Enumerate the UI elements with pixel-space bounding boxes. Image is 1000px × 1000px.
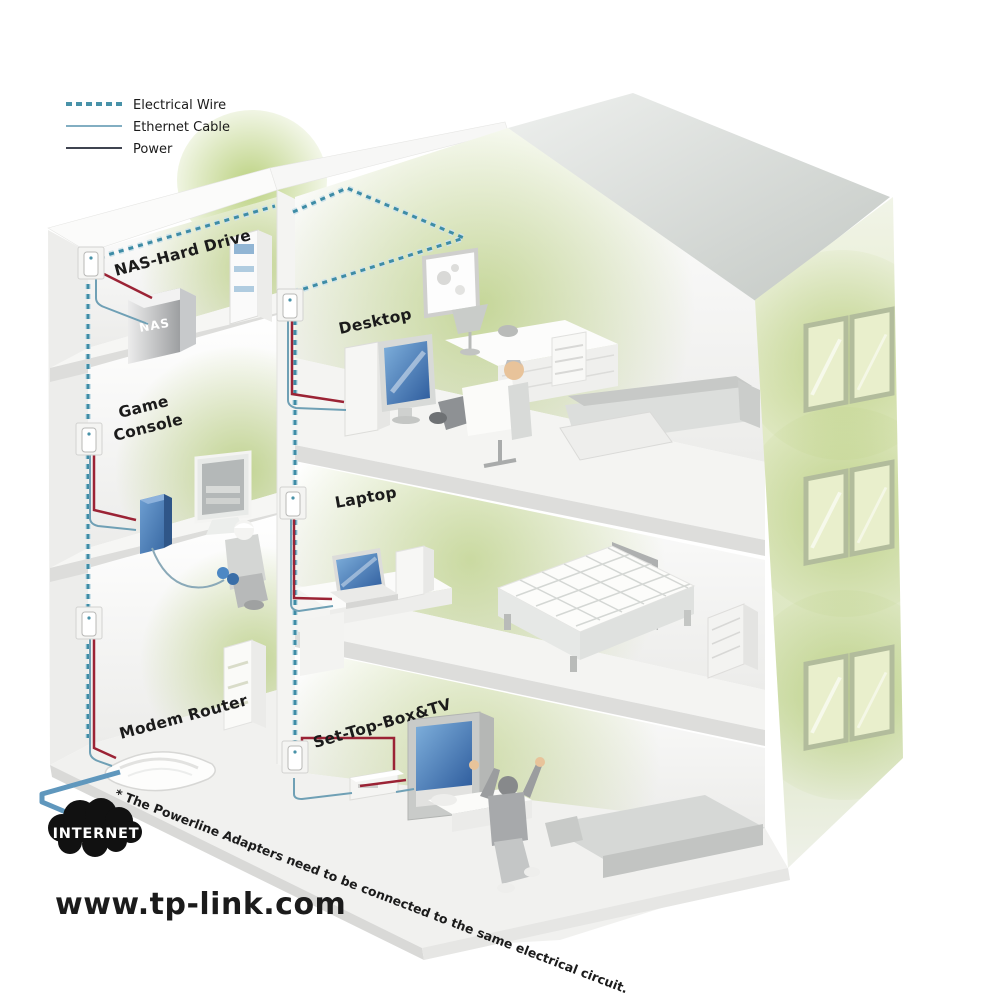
legend-label-electrical: Electrical Wire [133, 98, 226, 113]
power-game [92, 447, 137, 522]
desk-phone [498, 325, 518, 337]
ethernet-nas [95, 276, 149, 325]
game-room-furniture [140, 450, 268, 610]
sofa-bottom [545, 795, 765, 878]
tv-game-room [194, 450, 252, 535]
wall-picture [421, 247, 481, 319]
ethernet-desktop [287, 308, 347, 411]
window-pair [803, 644, 895, 751]
kid-playing [217, 520, 268, 610]
laptop-room-furniture [296, 542, 758, 679]
shelf-unit [223, 639, 266, 731]
roof [508, 93, 890, 302]
legend-label-power: Power [133, 142, 173, 157]
white-box-device [395, 545, 434, 601]
powerline-adapter-game [75, 422, 103, 456]
electrical-run-desktop-zigzag [292, 186, 469, 293]
powerline-adapter-stb [281, 740, 309, 774]
jumping-man [469, 757, 545, 893]
ethernet-stb-tv [395, 788, 415, 793]
ground-front-left [50, 765, 424, 960]
nightstand [707, 603, 758, 679]
powerline-adapters [75, 246, 309, 774]
internet-cloud: INTERNET [48, 798, 142, 857]
game-controller-cord [151, 547, 225, 589]
ethernet-laptop [290, 516, 334, 613]
coffee-table [559, 411, 673, 461]
desktop-floor-slab [280, 442, 765, 556]
laptop-room-floor [281, 585, 765, 730]
electrical-run-nas-top [89, 204, 276, 262]
desktop-room-furniture [344, 247, 760, 468]
power-laptop [292, 512, 333, 601]
ground-front-right [422, 868, 790, 960]
laptop-device [330, 548, 398, 609]
right-exterior-wall [755, 197, 903, 868]
internet-cloud-label: INTERNET [53, 826, 140, 842]
left-cut-wall [48, 230, 88, 765]
bed [496, 542, 696, 672]
ethernet-stb [293, 778, 353, 801]
window-pair [803, 306, 895, 413]
nas-box-label: NAS [138, 316, 171, 335]
ethernet-game [89, 452, 137, 531]
powerline-adapter-laptop [279, 486, 307, 520]
legend-label-ethernet: Ethernet Cable [133, 120, 230, 135]
man-on-chair [429, 360, 532, 468]
website-text: www.tp-link.com [55, 887, 346, 922]
window-pair [803, 459, 895, 566]
legend: Electrical Wire Ethernet Cable Power [66, 98, 230, 157]
game-console-device [140, 494, 172, 554]
powerline-adapter-modem [75, 606, 103, 640]
nas-device: NAS [128, 229, 272, 364]
powerline-adapter-nas [77, 246, 105, 280]
house-structure [47, 93, 903, 960]
desktop-computer [344, 334, 436, 437]
ethernet-cables [89, 276, 415, 801]
power-modem [92, 632, 117, 760]
divider-wall [277, 190, 295, 772]
power-stb-tv [359, 778, 407, 788]
stb-room-furniture [349, 711, 765, 893]
laptop-floor-slab [281, 628, 765, 746]
ethernet-modem [89, 636, 113, 767]
router-device [104, 751, 216, 792]
modem-room-furniture [104, 639, 266, 792]
powerline-adapter-desktop [276, 288, 304, 322]
power-desktop [290, 303, 345, 404]
cabinet-unit [551, 331, 587, 387]
internet-cable [39, 769, 121, 821]
desk-lamp [452, 304, 488, 356]
